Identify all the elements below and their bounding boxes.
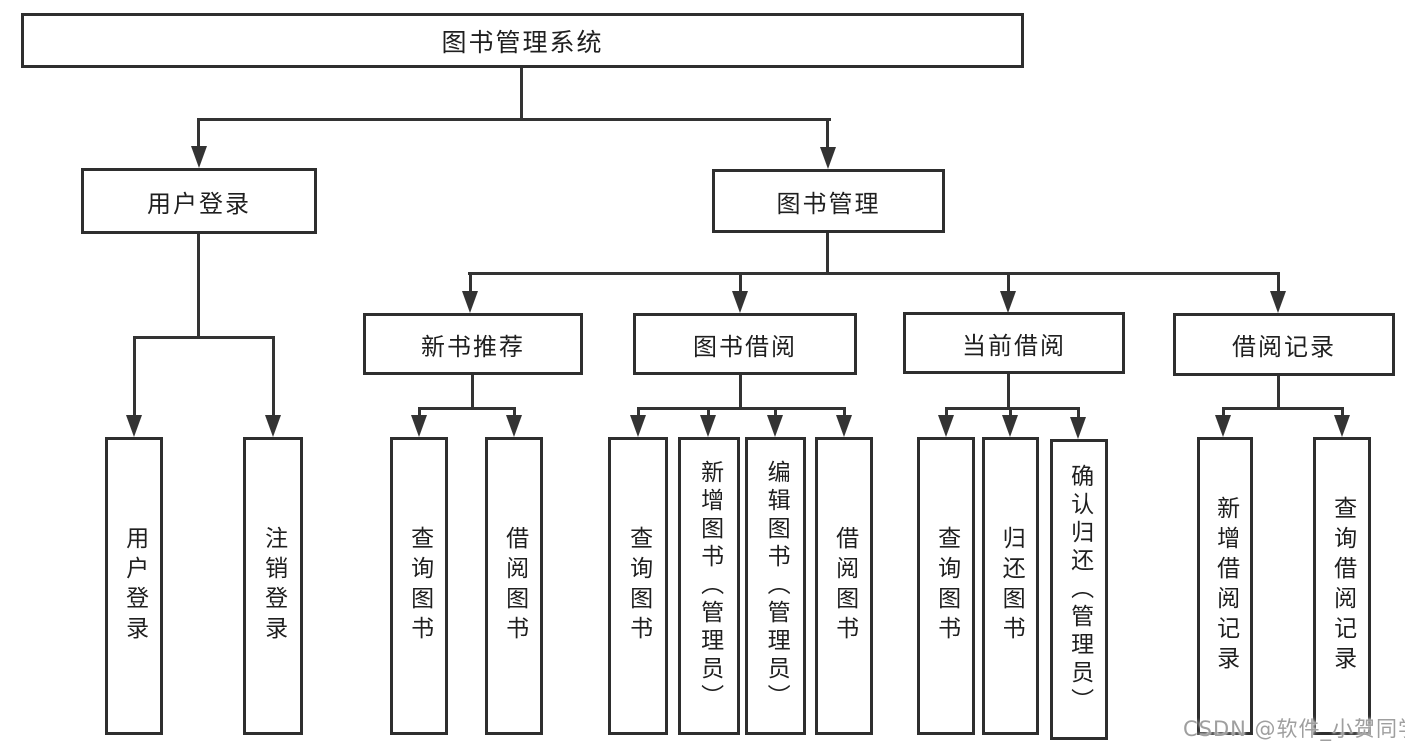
arrowhead-down: [938, 415, 954, 437]
node-current-borrowing: 当前借阅: [903, 312, 1125, 374]
connector-line: [197, 118, 831, 121]
connector-line: [1222, 407, 1344, 410]
arrowhead-down: [630, 415, 646, 437]
connector-line: [520, 68, 523, 120]
leaf-edit-book-admin: 编辑图书（管理员）: [745, 437, 806, 735]
connector-line: [637, 407, 640, 417]
connector-line: [1341, 407, 1344, 417]
connector-line: [197, 118, 200, 148]
leaf-query-borrow-record: 查询借阅记录: [1313, 437, 1371, 735]
watermark-csdn: CSDN @软件_小贺同学: [1183, 717, 1405, 741]
arrowhead-down: [1215, 415, 1231, 437]
connector-line: [133, 336, 275, 339]
connector-line: [945, 407, 1080, 410]
connector-line: [1277, 376, 1280, 409]
leaf-query-books-current: 查询图书: [917, 437, 975, 735]
node-library-management-system: 图书管理系统: [21, 13, 1024, 68]
arrowhead-down: [506, 415, 522, 437]
leaf-query-books-borrowing: 查询图书: [608, 437, 668, 735]
connector-line: [469, 272, 472, 294]
connector-line: [1077, 407, 1080, 417]
node-borrowing-records: 借阅记录: [1173, 313, 1395, 376]
connector-line: [468, 272, 1280, 275]
connector-line: [272, 336, 275, 417]
arrowhead-down: [700, 415, 716, 437]
connector-line: [826, 118, 829, 149]
leaf-user-login: 用户登录: [105, 437, 163, 735]
connector-line: [739, 272, 742, 294]
node-book-management: 图书管理: [712, 169, 945, 233]
connector-line: [197, 234, 200, 336]
arrowhead-down: [191, 146, 207, 168]
connector-line: [1007, 272, 1010, 294]
leaf-return-book: 归还图书: [982, 437, 1039, 735]
arrowhead-down: [836, 415, 852, 437]
arrowhead-down: [732, 291, 748, 313]
arrowhead-down: [462, 291, 478, 313]
arrowhead-down: [126, 415, 142, 437]
connector-line: [1222, 407, 1225, 417]
connector-line: [637, 407, 846, 410]
leaf-logout-login: 注销登录: [243, 437, 303, 735]
arrowhead-down: [1002, 415, 1018, 437]
node-new-book-recommendation: 新书推荐: [363, 313, 583, 375]
arrowhead-down: [265, 415, 281, 437]
leaf-confirm-return-admin: 确认归还（管理员）: [1050, 439, 1108, 740]
connector-line: [843, 407, 846, 417]
arrowhead-down: [767, 415, 783, 437]
connector-line: [471, 375, 474, 409]
arrowhead-down: [820, 147, 836, 169]
leaf-add-borrow-record: 新增借阅记录: [1197, 437, 1253, 735]
connector-line: [1277, 272, 1280, 294]
leaf-add-book-admin: 新增图书（管理员）: [678, 437, 740, 735]
connector-line: [945, 407, 948, 417]
connector-line: [774, 407, 777, 417]
arrowhead-down: [1334, 415, 1350, 437]
leaf-borrow-books-borrowing: 借阅图书: [815, 437, 873, 735]
leaf-borrow-books-recommend: 借阅图书: [485, 437, 543, 735]
connector-line: [707, 407, 710, 417]
connector-line: [739, 375, 742, 409]
arrowhead-down: [1270, 291, 1286, 313]
node-book-borrowing: 图书借阅: [633, 313, 857, 375]
leaf-query-books-recommend: 查询图书: [390, 437, 448, 735]
connector-line: [1009, 407, 1012, 417]
connector-line: [1007, 374, 1010, 409]
node-user-login: 用户登录: [81, 168, 317, 234]
connector-line: [418, 407, 421, 417]
arrowhead-down: [1070, 417, 1086, 439]
connector-line: [418, 407, 516, 410]
connector-line: [133, 336, 136, 417]
connector-line: [826, 233, 829, 274]
arrowhead-down: [411, 415, 427, 437]
connector-line: [513, 407, 516, 417]
arrowhead-down: [1000, 291, 1016, 313]
